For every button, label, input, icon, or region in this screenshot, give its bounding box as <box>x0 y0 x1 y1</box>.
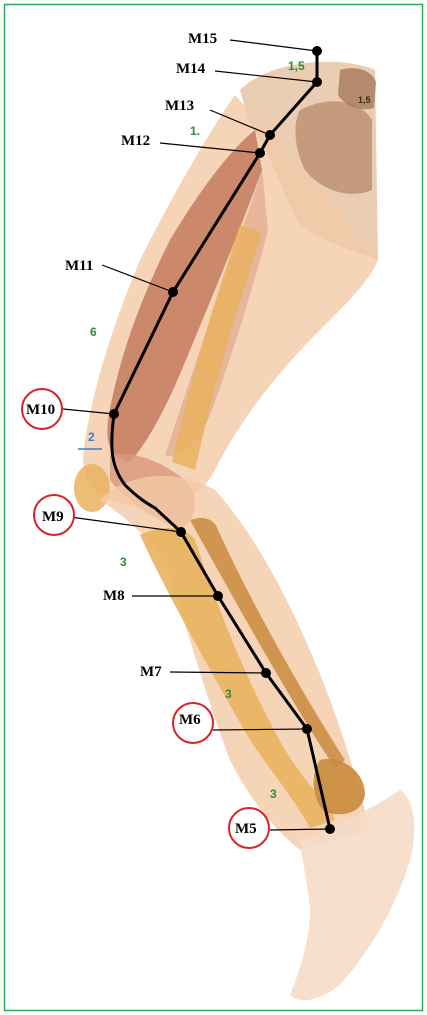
acupoint-label: M6 <box>179 712 201 728</box>
acupoint-label: M8 <box>103 588 125 604</box>
acupoint-dot <box>312 46 322 56</box>
segment-number: 6 <box>90 325 97 339</box>
segment-number: 3 <box>120 555 127 569</box>
acupoint-dot <box>325 824 335 834</box>
acupoint-label: M7 <box>140 664 162 680</box>
segment-number: 1,5 <box>358 95 371 105</box>
segment-number: 1. <box>190 124 200 138</box>
segment-number: 3 <box>225 687 232 701</box>
acupoint-dot <box>261 668 271 678</box>
acupoint-label: M13 <box>165 98 194 114</box>
segment-number: 3 <box>270 787 277 801</box>
acupoint-dot <box>265 130 275 140</box>
acupoint-dot <box>302 724 312 734</box>
acupoint-dot <box>109 409 119 419</box>
acupoint-dot <box>213 591 223 601</box>
acupoint-label: M11 <box>65 258 93 274</box>
acupoint-dot <box>168 287 178 297</box>
acupoint-label: M10 <box>26 402 55 418</box>
acupoint-dot <box>312 77 322 87</box>
acupoint-dot <box>255 148 265 158</box>
acupoint-dot <box>176 527 186 537</box>
acupoint-label: M12 <box>121 133 150 149</box>
acupoint-label: M14 <box>176 61 206 77</box>
kneecap <box>74 464 110 512</box>
segment-number: 2 <box>88 430 95 444</box>
segment-number: 1,5 <box>288 59 305 73</box>
acupoint-label: M15 <box>188 31 217 47</box>
acupoint-label: M9 <box>42 509 64 525</box>
acupoint-label: M5 <box>235 821 257 837</box>
